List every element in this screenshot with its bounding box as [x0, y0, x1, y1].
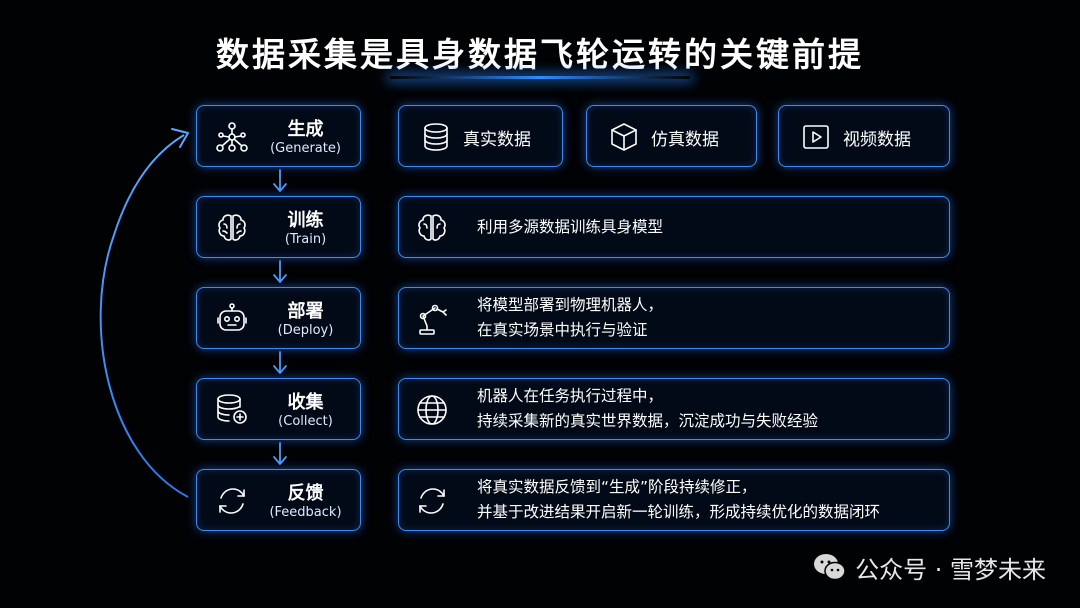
refresh-cycle-icon	[419, 488, 445, 514]
refresh-cycle-icon	[219, 488, 245, 514]
description-line: 机器人在任务执行过程中，	[477, 387, 664, 405]
brain-icon	[218, 214, 246, 241]
step-label: 收集	[287, 392, 324, 413]
chip-video-data: 视频数据	[778, 105, 950, 167]
down-arrow	[273, 169, 287, 192]
feedback-loop-arrow	[99, 128, 189, 498]
step-sublabel: (Generate)	[270, 141, 341, 156]
database-add-icon	[217, 394, 247, 424]
description-train: 利用多源数据训练具身模型	[398, 196, 950, 258]
page-title: 数据采集是具身数据飞轮运转的关键前提	[216, 35, 864, 74]
step-label: 反馈	[287, 483, 324, 504]
step-generate: 生成 (Generate)	[196, 105, 361, 167]
description-line: 持续采集新的真实世界数据，沉淀成功与失败经验	[477, 412, 819, 430]
step-sublabel: (Feedback)	[269, 505, 342, 520]
description-line: 将模型部署到物理机器人，	[477, 296, 664, 314]
step-sublabel: (Train)	[284, 232, 327, 247]
video-play-icon	[803, 125, 829, 149]
step-sublabel: (Collect)	[278, 414, 333, 429]
step-label: 部署	[287, 301, 324, 322]
robot-arm-icon	[419, 304, 447, 335]
description-text: 机器人在任务执行过程中， 持续采集新的真实世界数据，沉淀成功与失败经验	[477, 379, 937, 439]
brain-icon	[418, 214, 446, 241]
step-deploy: 部署 (Deploy)	[196, 287, 361, 349]
cube-icon	[611, 123, 637, 151]
wechat-icon	[814, 554, 846, 581]
chip-real-data: 真实数据	[398, 105, 563, 167]
network-nodes-icon	[216, 122, 248, 152]
title-underline-glow	[390, 76, 690, 79]
description-line: 利用多源数据训练具身模型	[477, 217, 664, 236]
watermark-text: 公众号 · 雪梦未来	[855, 555, 1046, 584]
description-feedback: 将真实数据反馈到“生成”阶段持续修正， 并基于改进结果开启新一轮训练，形成持续优…	[398, 469, 950, 531]
step-train: 训练 (Train)	[196, 196, 361, 258]
chip-label: 仿真数据	[651, 130, 719, 150]
globe-icon	[417, 395, 447, 425]
down-arrow	[273, 442, 287, 465]
description-line: 并基于改进结果开启新一轮训练，形成持续优化的数据闭环	[477, 503, 881, 521]
down-arrow	[273, 351, 287, 374]
chip-sim-data: 仿真数据	[586, 105, 757, 167]
robot-head-icon	[217, 303, 247, 331]
description-collect: 机器人在任务执行过程中， 持续采集新的真实世界数据，沉淀成功与失败经验	[398, 378, 950, 440]
chip-label: 真实数据	[463, 130, 531, 150]
description-line: 在真实场景中执行与验证	[477, 321, 648, 339]
step-feedback: 反馈 (Feedback)	[196, 469, 361, 531]
watermark: 公众号 · 雪梦未来	[813, 550, 1046, 584]
step-collect: 收集 (Collect)	[196, 378, 361, 440]
step-sublabel: (Deploy)	[277, 323, 334, 338]
step-label: 生成	[287, 119, 324, 140]
description-line: 将真实数据反馈到“生成”阶段持续修正，	[477, 478, 757, 496]
step-label: 训练	[287, 210, 324, 231]
chip-label: 视频数据	[843, 130, 911, 150]
down-arrow	[273, 260, 287, 283]
description-text: 利用多源数据训练具身模型	[477, 197, 937, 257]
description-deploy: 将模型部署到物理机器人， 在真实场景中执行与验证	[398, 287, 950, 349]
database-icon	[424, 123, 448, 151]
description-text: 将真实数据反馈到“生成”阶段持续修正， 并基于改进结果开启新一轮训练，形成持续优…	[477, 470, 937, 530]
description-text: 将模型部署到物理机器人， 在真实场景中执行与验证	[477, 288, 937, 348]
